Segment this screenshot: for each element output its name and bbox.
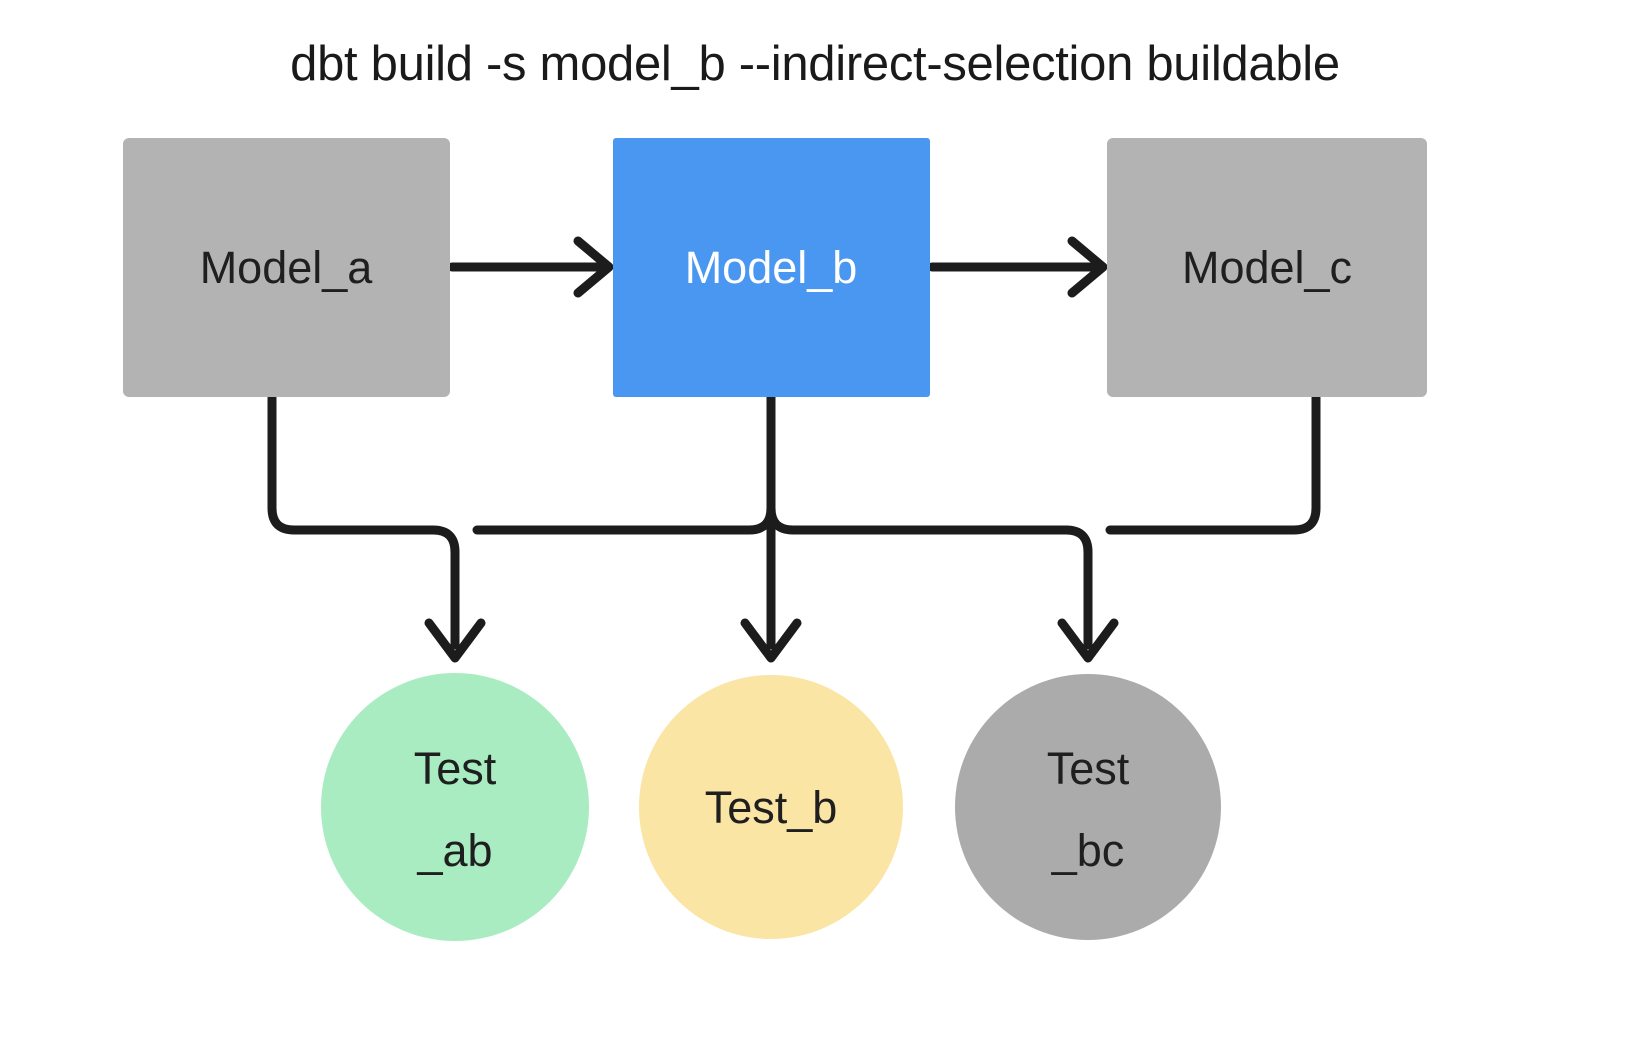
node-test-bc-label-line1: Test xyxy=(1047,743,1130,794)
node-test-ab-label-line2: _ab xyxy=(416,825,492,876)
node-model-a-label: Model_a xyxy=(200,242,374,293)
node-test-bc[interactable]: Test _bc xyxy=(955,674,1221,940)
edge-model-a-to-model-b xyxy=(447,236,614,298)
edge-layer xyxy=(267,236,1321,663)
edge-model-b-to-model-c xyxy=(927,236,1108,298)
node-model-c[interactable]: Model_c xyxy=(1107,138,1427,397)
node-test-b[interactable]: Test_b xyxy=(639,675,903,939)
diagram-title: dbt build -s model_b --indirect-selectio… xyxy=(290,37,1340,91)
edge-model-b-to-test-bc xyxy=(766,392,1119,663)
node-test-ab-shape[interactable] xyxy=(321,673,589,941)
node-layer: Model_a Model_b Model_c Test _ab Tes xyxy=(123,138,1427,941)
node-model-b-shape[interactable] xyxy=(613,138,930,397)
node-model-a-shape[interactable] xyxy=(123,138,450,397)
node-model-a[interactable]: Model_a xyxy=(123,138,450,397)
edge-model-c-to-test-bc xyxy=(1105,392,1321,535)
node-test-ab-label-line1: Test xyxy=(414,743,497,794)
node-model-b[interactable]: Model_b xyxy=(613,138,930,397)
node-test-b-label-line1: Test_b xyxy=(705,782,838,833)
node-test-bc-label-line2: _bc xyxy=(1051,825,1125,876)
node-test-ab[interactable]: Test _ab xyxy=(321,673,589,941)
edge-model-b-to-test-ab xyxy=(472,392,776,535)
node-test-b-shape[interactable] xyxy=(639,675,903,939)
edge-model-a-to-test-ab xyxy=(267,392,486,663)
node-model-c-shape[interactable] xyxy=(1107,138,1427,397)
node-model-b-label: Model_b xyxy=(685,242,858,293)
node-test-bc-shape[interactable] xyxy=(955,674,1221,940)
node-model-c-label: Model_c xyxy=(1182,242,1352,293)
